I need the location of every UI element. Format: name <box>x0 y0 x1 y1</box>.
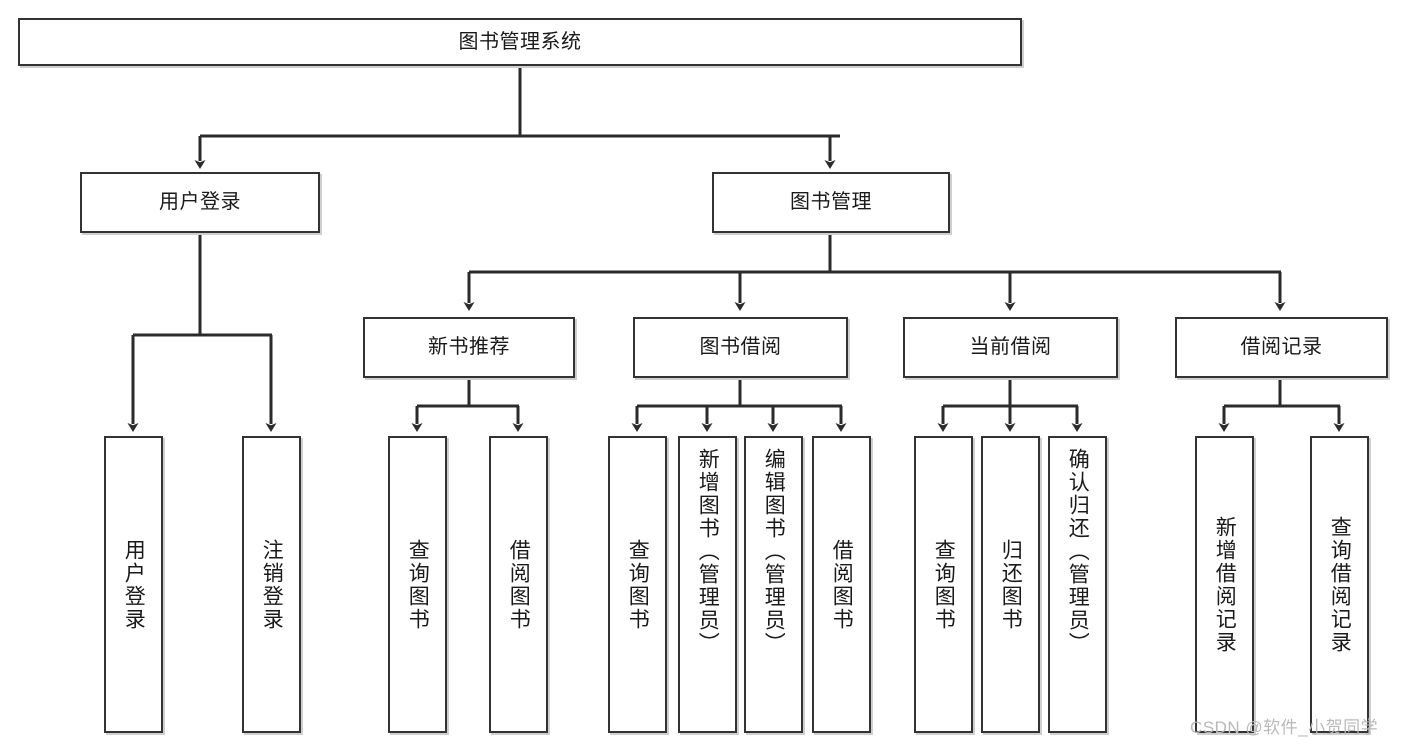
node-user-login[interactable]: 用户登录 <box>80 172 320 233</box>
node-label: 查询图书 <box>406 538 430 631</box>
leaf-confirm-return-admin[interactable]: 确认归还（管理员） <box>1048 436 1107 733</box>
node-current-borrow[interactable]: 当前借阅 <box>903 317 1118 378</box>
node-label: 新书推荐 <box>428 336 510 359</box>
node-book-management[interactable]: 图书管理 <box>712 172 950 233</box>
leaf-borrow-book-recommend[interactable]: 借阅图书 <box>489 436 548 733</box>
node-label: 当前借阅 <box>969 336 1052 359</box>
node-label: 新增图书（管理员） <box>696 448 720 655</box>
node-label: 借阅记录 <box>1240 336 1323 359</box>
leaf-return-book[interactable]: 归还图书 <box>981 436 1040 733</box>
node-label: 查询图书 <box>626 538 650 631</box>
node-book-borrow[interactable]: 图书借阅 <box>633 317 848 378</box>
leaf-borrow-book[interactable]: 借阅图书 <box>812 436 871 733</box>
leaf-edit-book-admin[interactable]: 编辑图书（管理员） <box>744 436 803 733</box>
node-borrow-record[interactable]: 借阅记录 <box>1175 317 1388 378</box>
node-new-book-recommend[interactable]: 新书推荐 <box>363 317 575 378</box>
leaf-add-borrow-record[interactable]: 新增借阅记录 <box>1195 436 1254 733</box>
node-root-system[interactable]: 图书管理系统 <box>18 18 1022 66</box>
node-label: 注销登录 <box>260 538 284 631</box>
node-label: 查询借阅记录 <box>1328 515 1352 654</box>
node-label: 图书管理系统 <box>458 30 582 53</box>
leaf-add-book-admin[interactable]: 新增图书（管理员） <box>678 436 737 733</box>
leaf-query-book-recommend[interactable]: 查询图书 <box>388 436 447 733</box>
node-label: 图书借阅 <box>699 336 782 359</box>
node-label: 用户登录 <box>122 538 146 631</box>
node-label: 查询图书 <box>932 538 956 631</box>
node-label: 新增借阅记录 <box>1213 515 1237 654</box>
leaf-user-login[interactable]: 用户登录 <box>104 436 163 733</box>
leaf-logout[interactable]: 注销登录 <box>242 436 301 733</box>
node-label: 借阅图书 <box>830 538 854 631</box>
node-label: 编辑图书（管理员） <box>762 448 786 655</box>
node-label: 用户登录 <box>159 191 241 214</box>
csdn-watermark: CSDN @软件_小贺同学 <box>1190 718 1379 737</box>
node-label: 借阅图书 <box>507 538 531 631</box>
node-label: 确认归还（管理员） <box>1066 448 1090 655</box>
leaf-query-book-current[interactable]: 查询图书 <box>914 436 973 733</box>
leaf-query-book-borrow[interactable]: 查询图书 <box>608 436 667 733</box>
node-label: 图书管理 <box>790 191 872 214</box>
leaf-query-borrow-record[interactable]: 查询借阅记录 <box>1310 436 1369 733</box>
node-label: 归还图书 <box>999 538 1023 631</box>
